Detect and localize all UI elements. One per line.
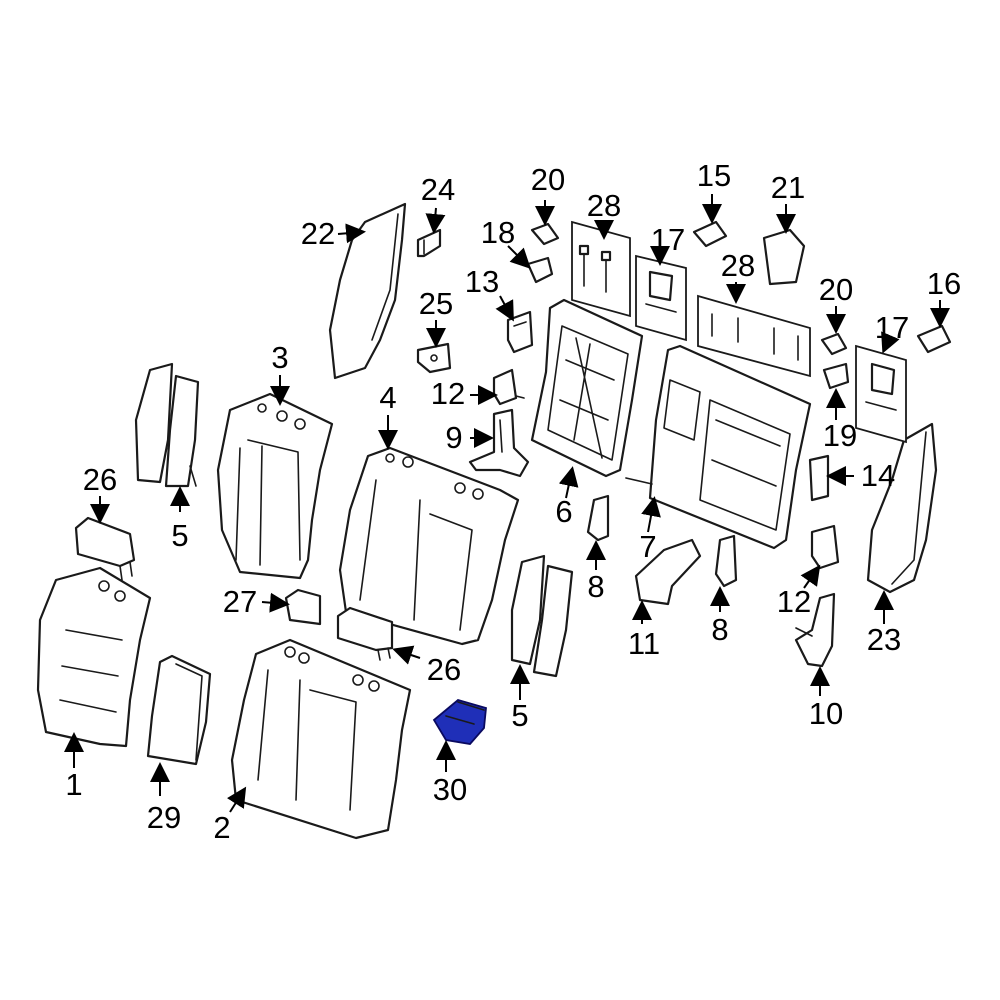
part-15-clip[interactable] [692,220,728,248]
part-18-clip[interactable] [526,256,554,284]
callout-29: 29 [147,800,181,835]
callout-11: 11 [628,626,660,661]
part-25-bracket[interactable] [416,342,452,374]
part-12-pivot-lower[interactable] [810,524,840,570]
part-26-headrest-upper[interactable] [74,516,136,581]
callout-24: 24 [421,172,455,207]
part-16-clip[interactable] [916,324,952,354]
part-1-seat-cover[interactable] [36,566,152,748]
part-20-nut-upper[interactable] [530,222,560,246]
callout-18: 18 [481,215,515,250]
part-24-clip[interactable] [416,228,442,258]
part-30-highlighted[interactable] [432,699,487,745]
callout-10: 10 [809,696,843,731]
callout-7: 7 [639,529,656,564]
part-12-pivot-upper[interactable] [492,368,525,406]
callout-28-right: 28 [721,248,755,283]
callout-12-upper: 12 [431,376,465,411]
part-9-hinge-bracket[interactable] [468,408,530,478]
part-21-trim-cap[interactable] [762,228,806,286]
part-7-seatback-frame[interactable] [625,344,812,550]
part-28-fastener-panel-right[interactable] [697,294,811,378]
part-23-side-trim[interactable] [866,422,938,594]
callout-1: 1 [65,767,82,802]
callout-8-right: 8 [711,612,728,647]
callout-9: 9 [445,420,462,455]
part-5-trim-lower[interactable] [510,554,574,678]
part-19-clip[interactable] [822,362,850,390]
part-17-bracket-panel-left[interactable] [635,254,687,342]
callout-3: 3 [271,340,288,375]
callout-22: 22 [301,216,335,251]
leader-arrows [64,194,950,813]
callout-labels: 1 2 3 4 5 5 6 7 8 8 9 10 11 12 12 13 14 … [65,158,961,845]
callout-6: 6 [555,494,572,529]
part-29-armrest-pad[interactable] [146,654,212,766]
callout-8-left: 8 [587,569,604,604]
callout-23: 23 [867,622,901,657]
callout-28-left: 28 [587,188,621,223]
callout-25: 25 [419,286,453,321]
callout-20-lower: 20 [819,272,853,307]
part-8-bracket-right[interactable] [714,534,738,588]
callout-17-left: 17 [651,222,685,257]
callout-16: 16 [927,266,961,301]
part-11-mounting-bracket[interactable] [634,538,702,606]
part-10-hinge[interactable] [794,592,836,668]
part-6-seatback-frame[interactable] [530,298,644,478]
callout-20-upper: 20 [531,162,565,197]
callout-26-upper: 26 [83,462,117,497]
part-3-seatback-cover[interactable] [216,392,334,580]
part-8-bracket-left[interactable] [586,494,610,542]
part-22-side-trim[interactable] [328,202,407,380]
callout-27: 27 [223,584,257,619]
callout-21: 21 [771,170,805,205]
part-26-headrest-lower[interactable] [336,606,394,661]
part-27-headrest[interactable] [284,588,322,626]
callout-14: 14 [861,458,895,493]
part-20-nut-lower[interactable] [820,332,848,356]
callout-12-lower: 12 [777,584,811,619]
part-5-trim-upper[interactable] [134,362,200,488]
part-30-body [432,699,487,745]
part-14-latch[interactable] [808,454,830,502]
part-28-fastener-panel-left[interactable] [571,220,631,318]
callout-4: 4 [379,380,396,415]
callout-26-lower: 26 [427,652,461,687]
part-17-bracket-panel-right[interactable] [855,344,907,444]
callout-17-right: 17 [875,310,909,345]
callout-5-lower: 5 [511,698,528,733]
part-13-latch[interactable] [506,310,534,354]
part-4-seatback-cover[interactable] [338,446,520,646]
callout-30: 30 [433,772,467,807]
callout-2: 2 [213,810,230,845]
callout-5-upper: 5 [171,518,188,553]
callout-13: 13 [465,264,499,299]
part-2-seat-cover[interactable] [230,638,412,840]
callout-15: 15 [697,158,731,193]
callout-19: 19 [823,418,857,453]
